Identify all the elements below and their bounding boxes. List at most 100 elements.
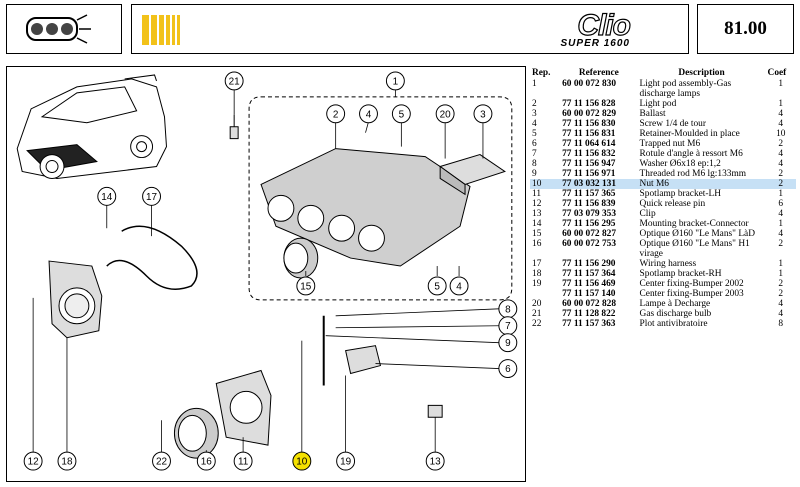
cell-description: Quick release pin [639,199,706,209]
callout-9: 9 [498,333,518,353]
cell-rep: 9 [532,169,537,179]
callout-22: 22 [152,451,171,471]
cell-description: Mounting bracket-Connector [639,219,749,229]
cell-reference: 77 11 156 839 [562,199,616,209]
cell-description: Plot antivibratoire [639,319,708,329]
cell-coef: 4 [778,159,784,169]
cell-coef: 2 [778,139,784,149]
cell-description: Screw 1/4 de tour [639,119,706,129]
cell-rep: 17 [532,259,542,269]
svg-text:19: 19 [340,457,352,468]
callout-5b: 5 [427,276,447,296]
cell-rep: 10 [530,179,561,189]
cell-reference: 60 00 072 828 [562,299,616,309]
cell-coef: 8 [778,319,784,329]
cell-coef: 2 [778,279,784,289]
cell-coef: 4 [778,309,784,319]
svg-text:15: 15 [300,281,312,292]
svg-text:22: 22 [156,457,168,468]
svg-text:7: 7 [505,321,511,332]
cell-reference: 60 00 072 830 [562,79,616,89]
cell-coef: 2 [765,179,796,189]
accent-stripes [142,15,180,45]
svg-text:2: 2 [333,109,339,120]
svg-text:21: 21 [229,76,241,87]
cell-reference: 77 11 156 828 [562,99,616,109]
svg-text:8: 8 [505,304,511,315]
cell-coef: 4 [778,299,784,309]
cell-reference: 77 11 156 830 [562,119,616,129]
cell-rep: 20 [532,299,542,309]
cell-description: Spotlamp bracket-LH [639,189,722,199]
leader-lines [32,88,499,454]
bracket-18-illustration [48,260,103,339]
cell-coef: 4 [778,119,784,129]
callout-5: 5 [391,104,411,124]
spotlamp-16-illustration [173,407,219,459]
callout-13: 13 [425,451,445,471]
table-row[interactable]: 4 77 11 156 830 Screw 1/4 de tour 4 [530,119,796,129]
cell-coef: 4 [778,109,784,119]
callout-10: 10 [292,451,312,471]
svg-text:5: 5 [399,109,405,120]
title-banner: Clio SUPER 1600 [131,4,689,54]
cell-coef: 1 [778,79,784,89]
cell-coef: 2 [778,239,784,249]
callout-21: 21 [224,71,244,91]
cell-coef: 2 [778,289,784,299]
thumbnail-box [6,4,122,54]
cell-rep: 4 [532,119,537,129]
svg-text:6: 6 [505,364,511,375]
cell-reference: 77 11 157 140 [562,289,616,299]
cell-description: Wiring harness [639,259,697,269]
cell-description: Threaded rod M6 lg:133mm [639,169,747,179]
svg-text:11: 11 [238,457,249,468]
bracket-6-illustration [345,345,382,375]
header-rep: Rep. [532,67,551,78]
cell-rep: 16 [532,239,542,249]
cell-description: Ballast [639,109,666,119]
svg-text:13: 13 [430,457,442,468]
cell-reference: 77 11 156 469 [562,279,616,289]
spotlamp-15-illustration [283,237,319,279]
cell-reference: 77 11 157 364 [562,269,616,279]
callout-11: 11 [233,451,253,471]
header-reference: Reference [578,67,619,78]
svg-text:14: 14 [101,192,113,203]
cell-reference: 77 11 156 295 [562,219,616,229]
exploded-diagram: 1 2 3 4 5 20 21 14 17 15 5 4 8 7 9 6 12 … [6,66,526,482]
cell-rep: 11 [532,189,542,199]
svg-text:20: 20 [440,109,452,120]
cell-coef: 1 [778,99,784,109]
cell-reference: 77 11 128 822 [562,309,616,319]
cell-coef: 10 [776,129,786,139]
cell-rep: 7 [532,149,537,159]
clip-13-illustration [427,404,443,418]
cell-reference: 60 00 072 753 [562,239,616,249]
bulb-21-illustration [229,114,239,140]
cell-reference: 60 00 072 829 [562,109,616,119]
svg-text:1: 1 [393,76,399,87]
